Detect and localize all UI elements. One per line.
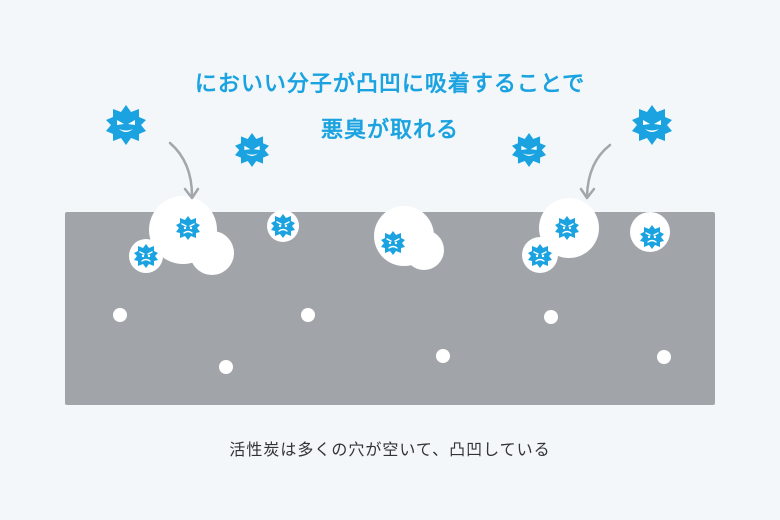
arrow-right-head <box>579 187 596 200</box>
headline-line-1: においい分子が凸凹に吸着することで <box>194 72 586 97</box>
angry-germ-icon <box>632 105 672 145</box>
hole <box>301 308 315 322</box>
headline-line-2: 悪臭が取れる <box>320 118 459 143</box>
hole <box>657 350 671 364</box>
pore <box>404 230 444 270</box>
pore <box>190 231 234 275</box>
angry-germ-icon <box>235 133 269 167</box>
caption: 活性炭は多くの穴が空いて、凸凹している <box>229 440 551 459</box>
hole <box>436 349 450 363</box>
hole <box>544 310 558 324</box>
arrow-left <box>168 141 194 198</box>
internal-holes <box>113 308 671 374</box>
angry-germ-icon <box>106 105 146 145</box>
arrow-left-head <box>183 187 200 200</box>
angry-germ-icon <box>512 133 546 167</box>
hole <box>113 308 127 322</box>
hole <box>219 360 233 374</box>
arrow-right <box>585 143 612 198</box>
